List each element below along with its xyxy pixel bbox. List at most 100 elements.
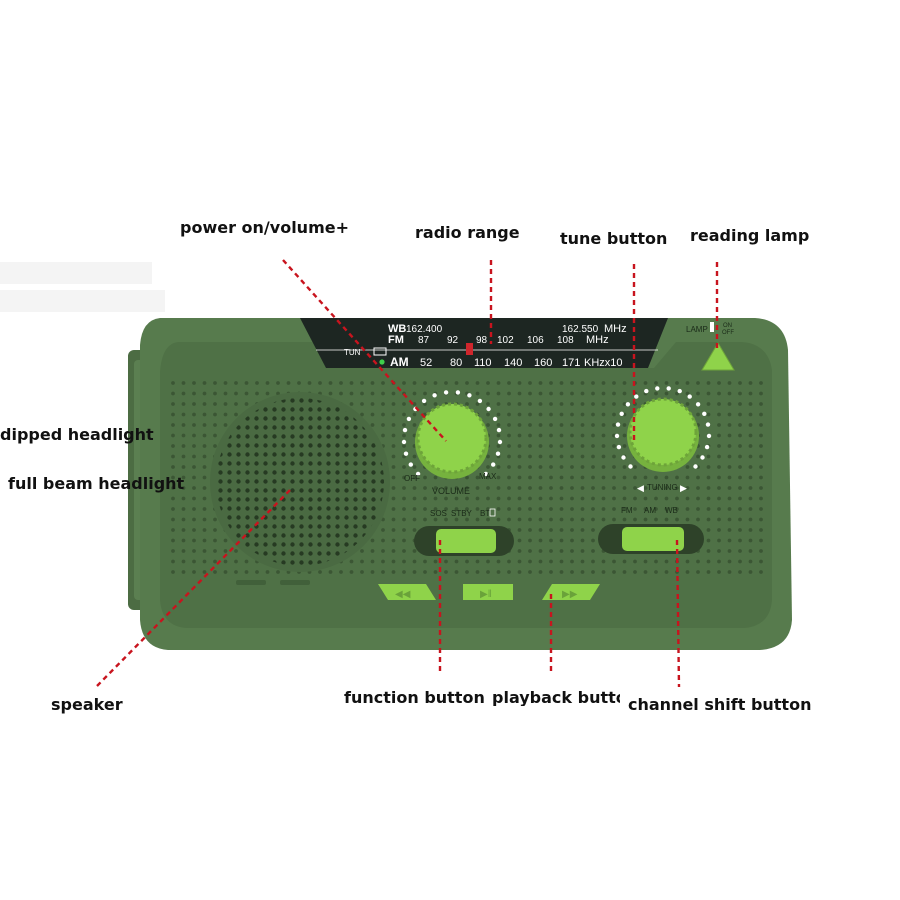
dial-am-unit: KHzx10 xyxy=(584,357,623,369)
label-tune-button: tune button xyxy=(560,229,668,248)
bt-label: BT xyxy=(480,509,490,518)
play-pause-icon: ▶‖ xyxy=(480,589,492,600)
scale-dot xyxy=(467,393,472,398)
dial-pointer xyxy=(466,343,473,355)
fm-scale-tick: 108 xyxy=(557,335,574,346)
scale-dot xyxy=(695,402,701,407)
label-channel-shift-button: channel shift button xyxy=(628,695,812,714)
label-full-beam-headlight: full beam headlight xyxy=(8,474,185,493)
scale-dot xyxy=(666,386,671,391)
scale-dot xyxy=(402,427,408,433)
am-scale-tick: 171 xyxy=(562,357,580,369)
channel-shift-button[interactable] xyxy=(622,527,684,551)
fm-scale: 87 92 98 102 106 108 xyxy=(418,335,574,346)
leader-channel xyxy=(675,539,681,688)
scale-dot xyxy=(619,411,624,416)
scale-dot xyxy=(406,416,412,422)
label-playback-button: playback button xyxy=(492,690,620,706)
scale-dot xyxy=(615,422,621,427)
scale-dot xyxy=(403,451,409,456)
scale-dot xyxy=(614,433,620,439)
scale-dot xyxy=(421,398,427,404)
scale-dot xyxy=(401,439,407,445)
label-reading-lamp: reading lamp xyxy=(690,226,810,245)
band-fm-label: FM xyxy=(621,506,633,515)
fm-scale-tick: 102 xyxy=(497,335,514,346)
volume-off-label: OFF xyxy=(404,474,420,483)
scale-dot xyxy=(497,439,503,445)
play-pause-button[interactable] xyxy=(463,584,513,600)
tuning-right-arrow: ▶ xyxy=(680,483,687,493)
scale-dot xyxy=(621,455,626,460)
scale-dot xyxy=(644,388,649,394)
dial-fm-unit: MHz xyxy=(586,334,609,346)
label-function-button: function button xyxy=(344,688,485,707)
lamp-on-label: ON xyxy=(723,323,732,329)
bottom-slot-left xyxy=(236,580,266,585)
scale-dot xyxy=(443,390,449,395)
am-scale-tick: 52 xyxy=(420,357,432,369)
battery-icon xyxy=(373,347,387,356)
dial-wb-low: 162.400 xyxy=(406,324,443,335)
scale-dot xyxy=(455,390,461,395)
background-strip-bottom xyxy=(0,290,165,312)
scale-dot xyxy=(432,393,437,398)
tuning-scale-dots xyxy=(614,386,712,469)
band-wb-label: WB xyxy=(665,506,678,515)
scale-dot xyxy=(492,416,498,422)
band-am-label: AM xyxy=(644,506,656,515)
scale-dot xyxy=(655,386,660,391)
scale-dot xyxy=(705,422,711,427)
scale-dot xyxy=(483,471,489,477)
scale-dot xyxy=(693,464,698,469)
function-button[interactable] xyxy=(436,529,496,553)
fm-scale-tick: 87 xyxy=(418,335,430,346)
am-scale-tick: 140 xyxy=(504,357,522,369)
lamp-switch-icon xyxy=(710,322,714,332)
fm-scale-tick: 92 xyxy=(447,335,459,346)
dial-am-label: AM xyxy=(390,355,409,369)
leader-speaker xyxy=(96,487,293,687)
scale-dot xyxy=(408,462,413,467)
scale-dot xyxy=(628,464,633,469)
tuning-knob[interactable] xyxy=(628,397,698,467)
am-scale-tick: 80 xyxy=(450,357,462,369)
scale-dot xyxy=(496,427,502,433)
scale-dot xyxy=(625,402,631,407)
sos-label: SOS xyxy=(430,509,447,518)
scale-dot xyxy=(700,455,705,460)
scale-dot xyxy=(495,451,501,456)
dial-wb-label: WB xyxy=(388,323,406,335)
label-power-volume: power on/volume+ xyxy=(180,218,349,237)
scale-dot xyxy=(491,462,496,467)
scale-dot xyxy=(704,444,710,450)
scale-dot xyxy=(677,388,682,394)
scale-dot xyxy=(706,433,712,439)
bluetooth-icon xyxy=(489,508,496,517)
label-radio-range: radio range xyxy=(415,223,520,242)
reading-lamp[interactable] xyxy=(701,342,735,371)
dial-tun-label: TUN xyxy=(344,348,361,357)
label-speaker: speaker xyxy=(51,695,123,714)
fm-scale-tick: 98 xyxy=(476,335,488,346)
dial-wb-high: 162.550 xyxy=(562,324,599,335)
volume-knob[interactable] xyxy=(416,402,488,474)
scale-dot xyxy=(702,411,707,416)
scale-dot xyxy=(486,406,491,412)
tuning-label: TUNING xyxy=(647,483,678,492)
tuning-left-arrow: ◀ xyxy=(637,483,644,493)
lamp-label: LAMP xyxy=(686,325,708,334)
next-button[interactable] xyxy=(542,584,600,600)
background-strip-top xyxy=(0,262,152,284)
previous-icon: ◀◀ xyxy=(395,589,411,600)
previous-button[interactable] xyxy=(378,584,436,600)
dial-wb-unit: MHz xyxy=(604,323,627,335)
label-dipped-headlight: dipped headlight xyxy=(0,425,154,444)
stby-label: STBY xyxy=(451,509,473,518)
scale-dot xyxy=(616,444,622,450)
scale-dot xyxy=(687,394,692,399)
fm-scale-tick: 106 xyxy=(527,335,544,346)
leader-lines xyxy=(96,259,719,688)
dial-fm-label: FM xyxy=(388,334,404,346)
